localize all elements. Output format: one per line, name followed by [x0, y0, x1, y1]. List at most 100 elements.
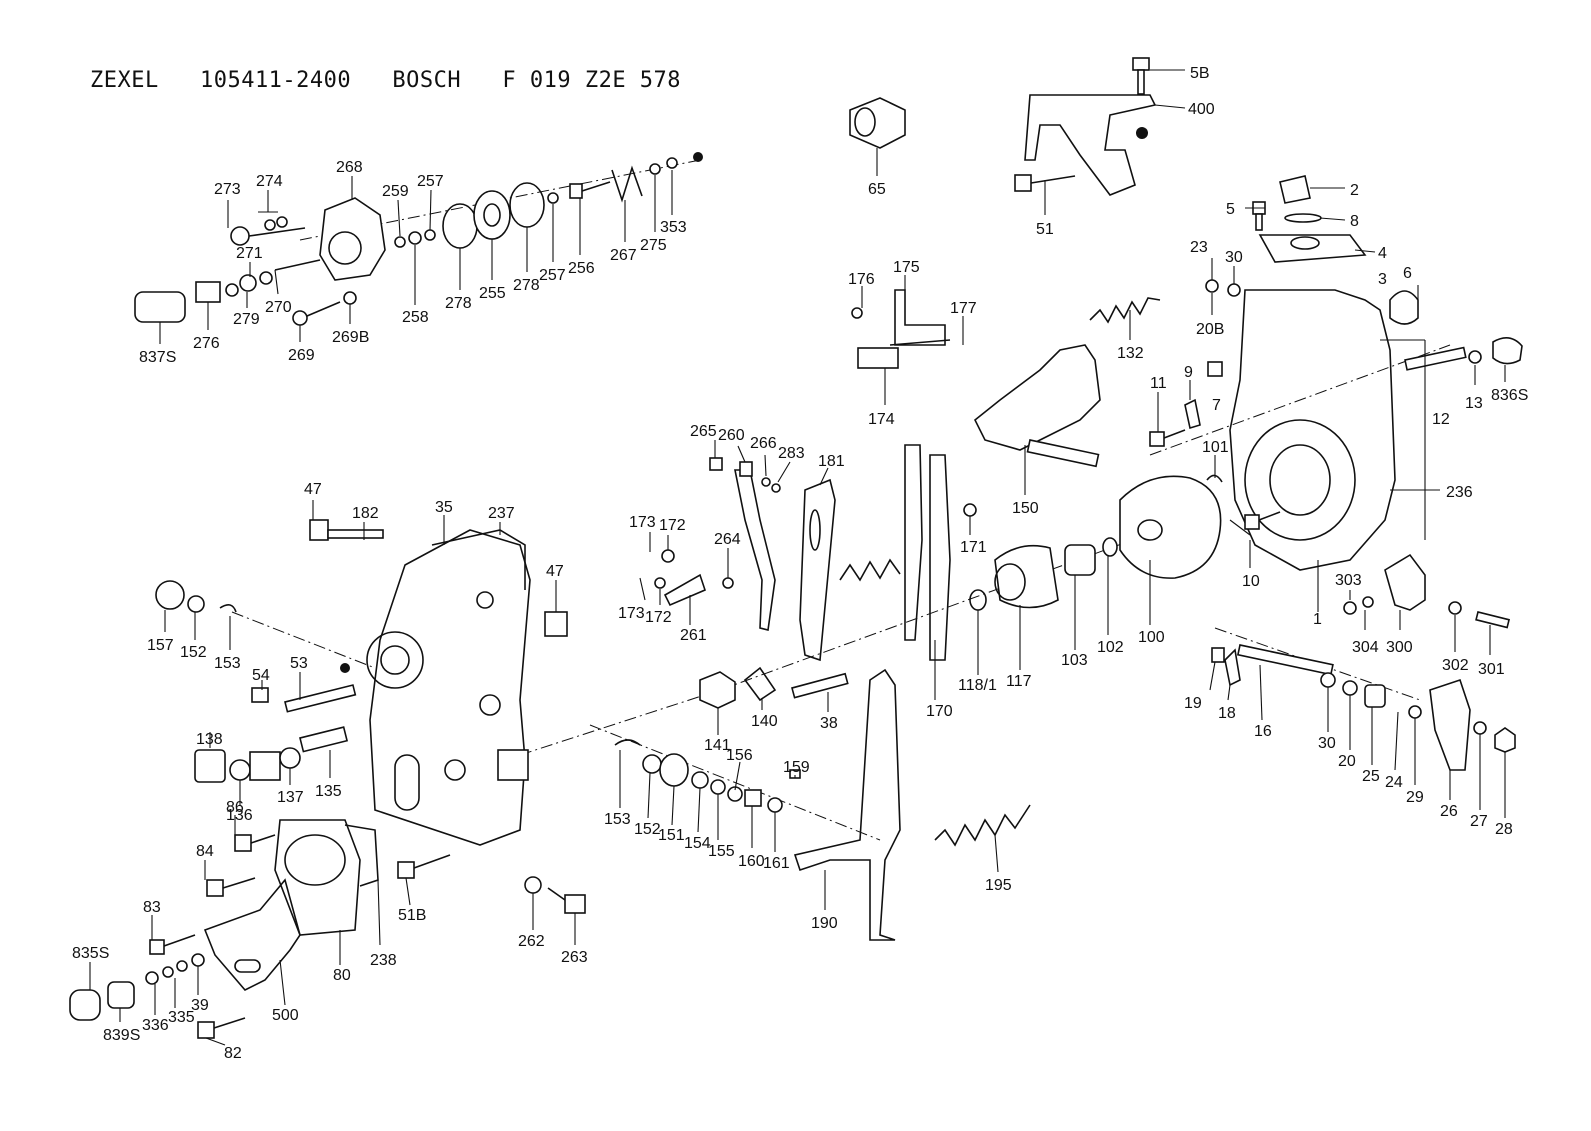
callout-label: 155	[708, 843, 735, 860]
callout-label: 39	[191, 997, 209, 1014]
callout-label: 839S	[103, 1027, 140, 1044]
callout-label: 8	[1350, 213, 1359, 230]
callout-label: 302	[1442, 657, 1469, 674]
callout-label: 173	[618, 605, 645, 622]
callout-label: 20	[1338, 753, 1356, 770]
callout-label: 263	[561, 949, 588, 966]
callout-label: 13	[1465, 395, 1483, 412]
callout-label: 28	[1495, 821, 1513, 838]
shaft-lever-150	[973, 344, 1101, 468]
callout-label: 11	[1150, 375, 1167, 392]
callout-label: 269	[288, 347, 315, 364]
callout-label: 47	[546, 563, 564, 580]
callout-label: 82	[224, 1045, 242, 1062]
callout-label: 84	[196, 843, 214, 860]
callout-label: 303	[1335, 572, 1362, 589]
lever-assembly-174	[851, 289, 951, 369]
callout-label: 65	[868, 181, 886, 198]
callout-label: 181	[818, 453, 845, 470]
callout-label: 7	[1212, 397, 1221, 414]
callout-label: 255	[479, 285, 506, 302]
callout-label: 275	[640, 237, 667, 254]
callout-label: 236	[1446, 484, 1473, 501]
spring-132	[1089, 297, 1161, 324]
callout-label: 260	[718, 427, 745, 444]
callout-label: 262	[518, 933, 545, 950]
callout-label: 86	[226, 799, 244, 816]
callout-label: 26	[1440, 803, 1458, 820]
callout-label: 152	[180, 644, 207, 661]
callout-label: 132	[1117, 345, 1144, 362]
callout-label: 117	[1006, 673, 1032, 690]
callout-label: 83	[143, 899, 161, 916]
callout-label: 101	[1202, 439, 1229, 456]
callout-label: 268	[336, 159, 363, 176]
callout-label: 238	[370, 952, 397, 969]
callout-label: 38	[820, 715, 838, 732]
callout-label: 176	[848, 271, 875, 288]
callout-label: 270	[265, 299, 292, 316]
callout-label: 136	[226, 807, 253, 824]
callout-label: 278	[445, 295, 472, 312]
callout-label: 30	[1225, 249, 1243, 266]
callout-label: 100	[1138, 629, 1165, 646]
callout-label: 10	[1242, 573, 1260, 590]
governor-cover-35	[155, 519, 568, 846]
cover-80	[274, 819, 379, 936]
callout-label: 336	[142, 1017, 169, 1034]
boost-compensator-group	[134, 152, 703, 326]
callout-label: 19	[1184, 695, 1202, 712]
callout-label: 161	[763, 855, 790, 872]
callout-label: 279	[233, 311, 260, 328]
callout-label: 274	[256, 173, 283, 190]
callout-label: 257	[539, 267, 566, 284]
callout-label: 153	[604, 811, 631, 828]
callout-label: 118/1	[958, 677, 997, 694]
callout-label: 261	[680, 627, 707, 644]
callout-label: 51	[1036, 221, 1054, 238]
callout-label: 51B	[398, 907, 426, 924]
callout-label: 35	[435, 499, 453, 516]
callout-label: 237	[488, 505, 515, 522]
callout-label: 276	[193, 335, 220, 352]
callout-label: 6	[1403, 265, 1412, 282]
callout-label: 29	[1406, 789, 1424, 806]
callout-label: 157	[147, 637, 174, 654]
callout-label: 258	[402, 309, 429, 326]
callout-label: 27	[1470, 813, 1488, 830]
callout-label: 5	[1226, 201, 1235, 218]
callout-label: 500	[272, 1007, 299, 1024]
callout-label: 269B	[332, 329, 369, 346]
governor-housing-236	[1229, 175, 1419, 571]
callout-label: 160	[738, 853, 765, 870]
callout-label: 171	[960, 539, 987, 556]
link-lever-group	[654, 457, 977, 631]
flyweight-assembly-100	[969, 475, 1222, 611]
lever-170	[839, 444, 951, 661]
adjusting-screw-135	[194, 726, 349, 783]
callout-label: 195	[985, 877, 1012, 894]
callout-label: 153	[214, 655, 241, 672]
bracket-500	[69, 834, 586, 1039]
callout-label: 150	[1012, 500, 1039, 517]
callout-label: 283	[778, 445, 805, 462]
callout-label: 182	[352, 505, 379, 522]
callout-label: 172	[659, 517, 686, 534]
callout-label: 335	[168, 1009, 195, 1026]
callout-label: 265	[690, 423, 717, 440]
callout-label: 53	[290, 655, 308, 672]
callout-label: 175	[893, 259, 920, 276]
callout-label: 259	[382, 183, 409, 200]
callout-label: 256	[568, 260, 595, 277]
callout-label: 264	[714, 531, 741, 548]
callout-label: 353	[660, 219, 687, 236]
callout-label: 172	[645, 609, 672, 626]
callout-label: 170	[926, 703, 953, 720]
callout-label: 151	[658, 827, 685, 844]
callout-label: 304	[1352, 639, 1379, 656]
lever-181	[799, 478, 836, 662]
callout-label: 103	[1061, 652, 1088, 669]
callout-label: 177	[950, 300, 977, 317]
callout-label: 174	[868, 411, 895, 428]
